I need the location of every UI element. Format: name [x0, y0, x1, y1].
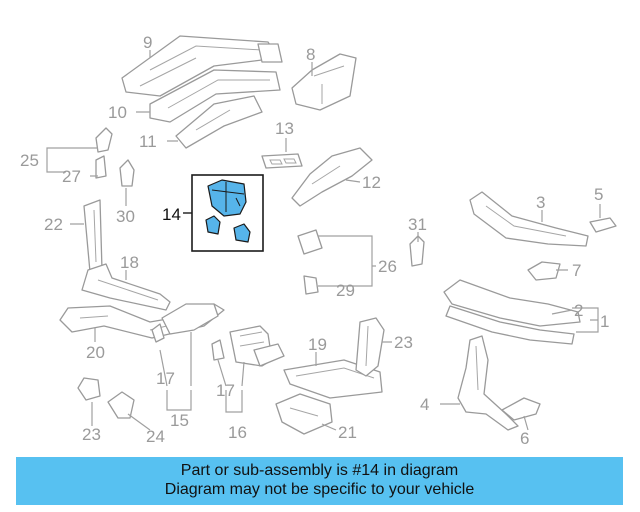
banner-line-1: Part or sub-assembly is #14 in diagram: [180, 462, 459, 479]
callout-4: 4: [420, 395, 429, 414]
callout-20: 20: [86, 343, 105, 362]
callout-15: 15: [170, 411, 189, 430]
callout-14: 14: [162, 205, 181, 224]
callout-31: 31: [408, 215, 427, 234]
callout-30: 30: [116, 207, 135, 226]
callout-numbers: 9 8 10 11 13 25 27 12 14 30 22 31 3 5 18…: [20, 33, 609, 448]
callout-12: 12: [362, 173, 381, 192]
part-14-highlighted-assembly: [205, 179, 251, 243]
part-11-duct: [175, 95, 263, 149]
banner-line-2: Diagram may not be specific to your vehi…: [164, 481, 475, 498]
leader-lines: [46, 50, 601, 431]
callout-16: 16: [228, 423, 247, 442]
callout-26: 25: [20, 151, 39, 170]
part-22-panel: [83, 199, 103, 273]
callout-23: 23: [394, 333, 413, 352]
callout-22: 22: [44, 215, 63, 234]
callout-21: 21: [338, 423, 357, 442]
part-13-grille: [261, 153, 303, 169]
callout-24: 23: [82, 425, 101, 444]
part-7-clip: [527, 261, 561, 281]
parts-diagram: 9 8 10 11 13 25 27 12 14 30 22 31 3 5 18…: [20, 33, 617, 448]
callout-11: 11: [139, 132, 157, 151]
part-2-duct: [443, 279, 581, 345]
callout-1: 1: [600, 312, 609, 331]
callout-3: 3: [536, 193, 545, 212]
callout-17-a: 17: [156, 369, 175, 388]
callout-19: 19: [308, 335, 327, 354]
part-9-duct: [121, 35, 283, 97]
part-18-duct: [81, 263, 171, 311]
part-15-bracket: [151, 303, 219, 343]
part-8-bracket: [291, 53, 357, 111]
part-16-bracket: [211, 325, 285, 367]
callout-13: 13: [275, 119, 294, 138]
callout-2: 2: [574, 301, 583, 320]
part-27-29-31-clips: [297, 229, 425, 295]
part-3-duct: [469, 191, 589, 247]
part-14-highlight-box: [183, 174, 264, 252]
callout-28: 27: [62, 167, 81, 186]
part-23-pillar: [355, 317, 385, 377]
part-4-duct: [457, 335, 519, 431]
part-26-28-brackets: [95, 127, 113, 179]
part-24-25-clips: [77, 377, 135, 419]
callout-9: 9: [143, 33, 152, 52]
part-21-duct: [275, 393, 333, 435]
part-12-duct: [291, 147, 373, 207]
callout-25: 24: [146, 427, 165, 446]
part-6-panel: [501, 397, 541, 421]
callout-5: 5: [594, 185, 603, 204]
part-5-panel: [589, 217, 617, 233]
info-banner: Part or sub-assembly is #14 in diagram D…: [16, 457, 623, 505]
part-10-duct: [149, 69, 281, 123]
callout-18: 18: [120, 253, 139, 272]
part-30-clip: [119, 159, 135, 187]
callout-29: 29: [336, 281, 355, 300]
callout-10: 10: [108, 103, 127, 122]
callout-6: 6: [520, 429, 529, 448]
callout-7: 7: [572, 261, 581, 280]
callout-8: 8: [306, 45, 315, 64]
callout-17-b: 17: [216, 381, 235, 400]
callout-27: 26: [378, 257, 397, 276]
